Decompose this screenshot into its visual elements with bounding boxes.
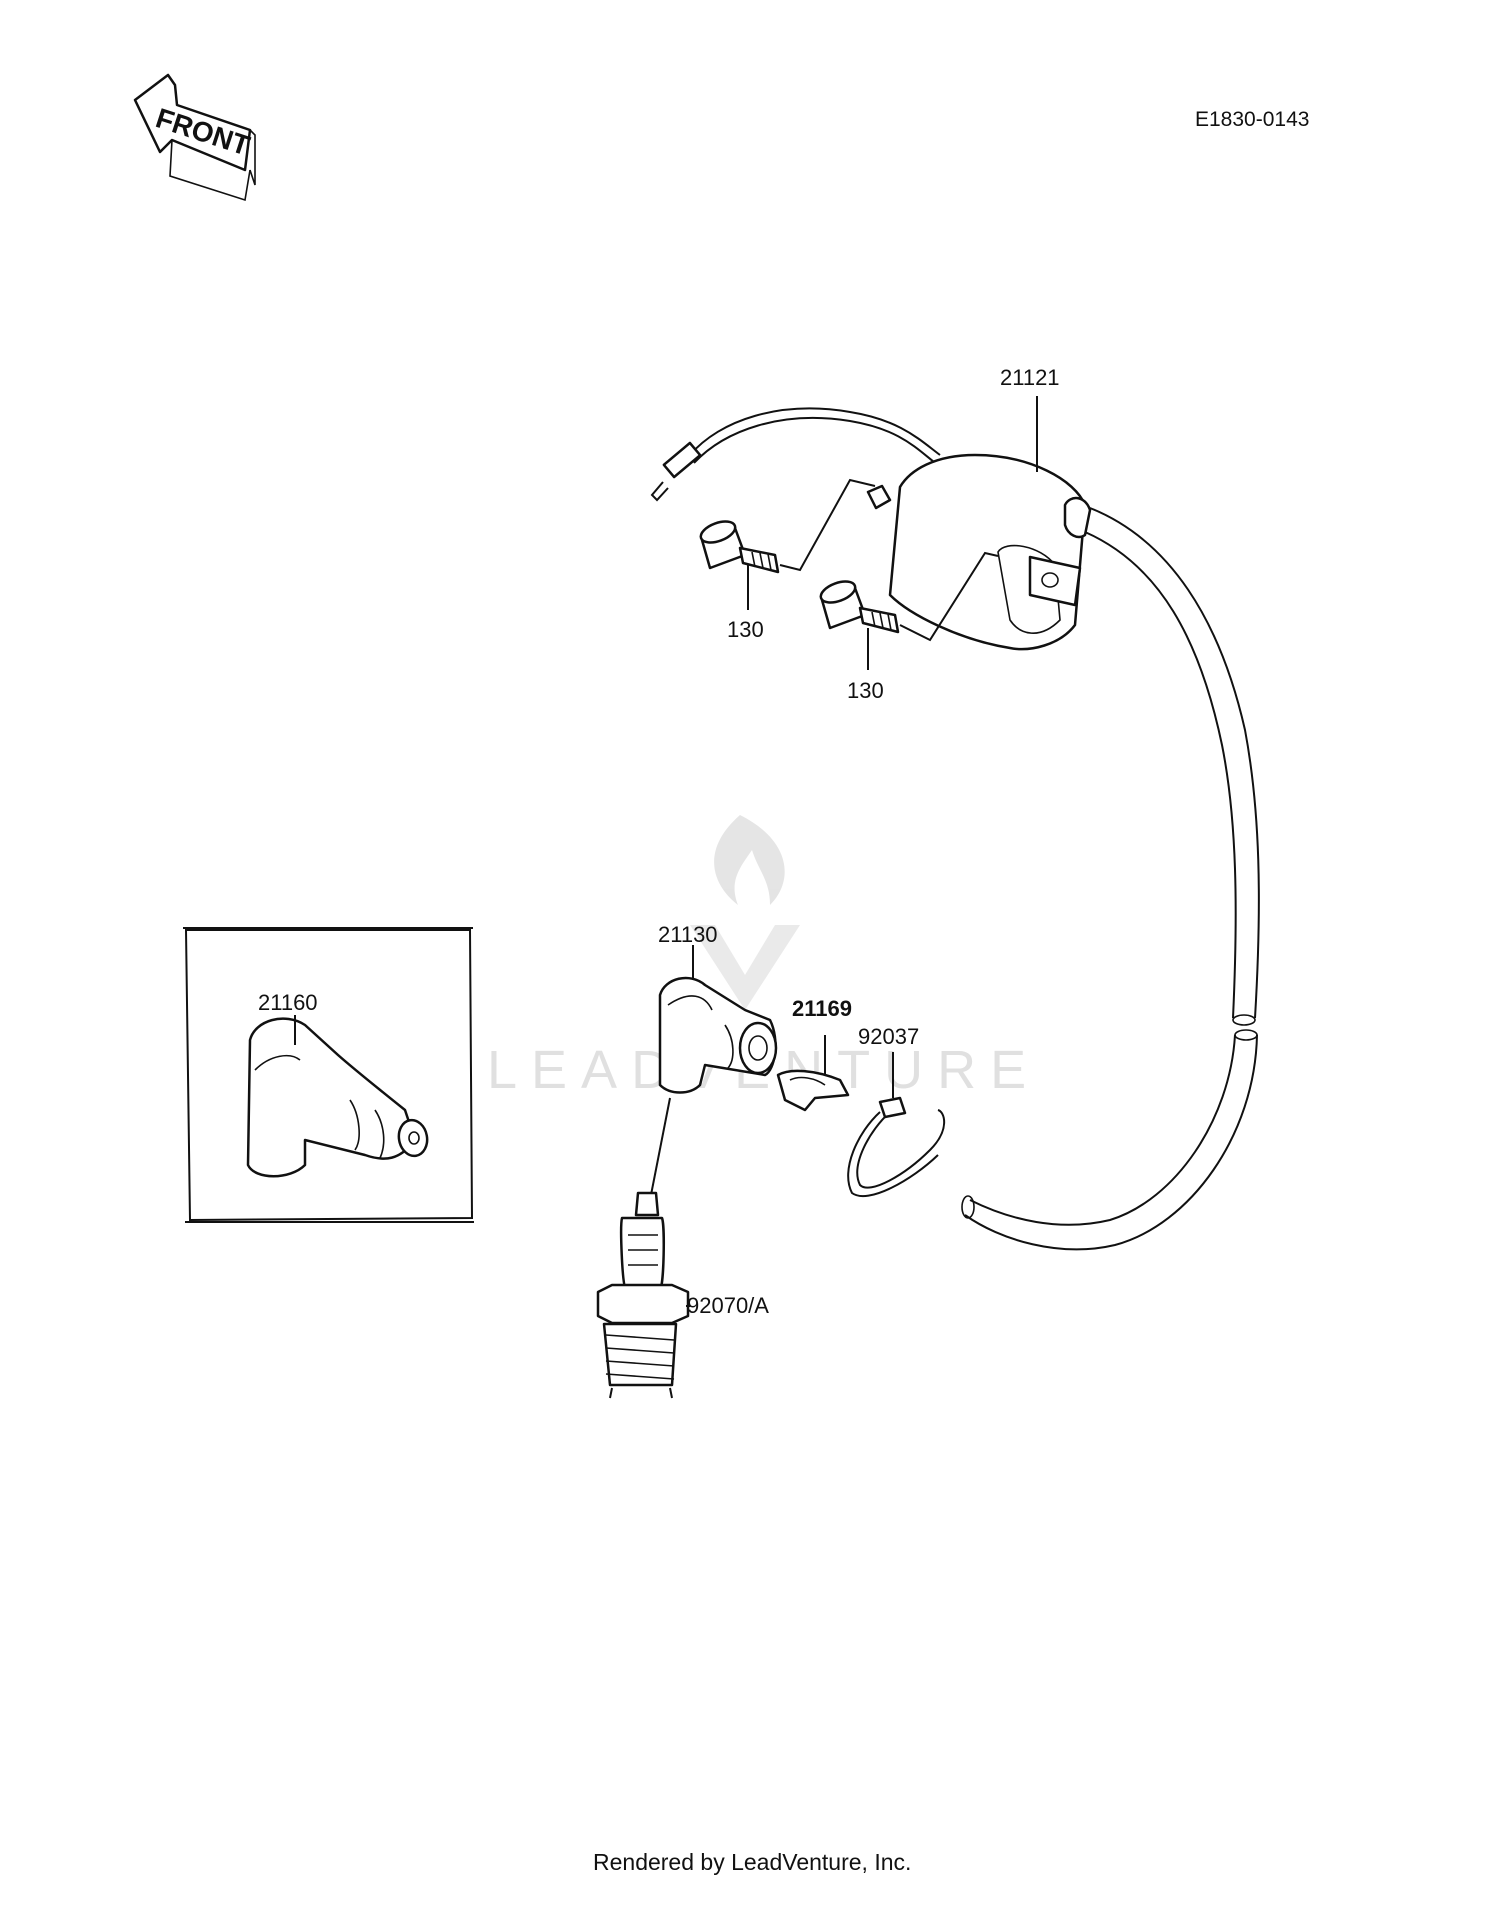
band[interactable] [847,1096,946,1198]
spark-plug-label: 92070/A [687,1293,769,1318]
front-arrow-icon: FRONT [133,73,256,202]
coil-label: 21121 [1000,365,1060,390]
plug-cap[interactable] [658,976,778,1094]
coil-primary-lead [650,407,941,502]
plug-cap-to-plug-leader [649,1097,671,1201]
bolt-1-leader [779,478,876,572]
clamp[interactable] [776,1069,850,1112]
plug-cap-alt[interactable] [246,1017,430,1178]
spark-plug[interactable] [596,1191,690,1399]
ignition-coil[interactable] [866,453,1092,651]
bolt-2[interactable] [818,577,900,634]
plug-cap-label: 21130 [658,922,718,947]
plug-cap-alt-box [183,927,474,1223]
bolt-2-label: 130 [847,678,884,703]
bolt-1[interactable] [698,517,780,574]
band-label: 92037 [858,1024,919,1049]
diagram-code: E1830-0143 [1195,108,1309,131]
high-tension-lead [961,507,1260,1251]
footer-credit: Rendered by LeadVenture, Inc. [593,1849,911,1875]
plug-cap-alt-label: 21160 [258,990,318,1015]
clamp-label: 21169 [792,996,852,1021]
bolt-1-label: 130 [727,617,764,642]
bolt-2-leader [899,551,999,642]
